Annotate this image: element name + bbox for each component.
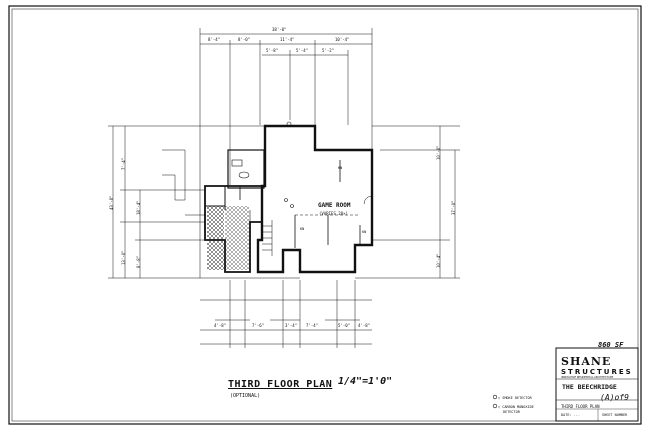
legend-symbols <box>492 394 498 409</box>
dim-top-a: 8'-4" <box>208 37 221 42</box>
sheet-border-outer <box>8 5 642 425</box>
roof-lines <box>162 149 205 216</box>
dim-bottom-e: 5'-0" <box>338 323 351 328</box>
title-block-project: THE BEECHRIDGE <box>562 383 617 391</box>
top-dimensions <box>199 28 373 278</box>
room-label-kn-2: KN <box>300 227 305 231</box>
dim-right-overall: 37'-0" <box>451 200 456 215</box>
room-label-kn-1: KN <box>338 166 343 170</box>
dim-right-a: 10'-8" <box>436 145 441 160</box>
dim-top-sub-1: 5'-8" <box>266 48 279 53</box>
area-label: 860 SF <box>598 341 624 349</box>
dim-left-d: 8'-8" <box>136 255 141 268</box>
sheet-border-inner <box>11 8 639 422</box>
dim-bottom-f: 4'-8" <box>358 323 371 328</box>
right-dimensions <box>355 125 460 279</box>
dim-top-c: 11'-4" <box>280 37 295 42</box>
dim-bottom-b: 7'-6" <box>252 323 265 328</box>
room-label-kn-3: KN <box>362 230 367 234</box>
dim-bottom-c: 3'-4" <box>285 323 298 328</box>
plan-scale: 1/4"=1'0" <box>338 376 393 387</box>
dim-top-sub-2: 5'-4" <box>296 48 309 53</box>
plan-title: THIRD FLOOR PLAN <box>228 379 333 390</box>
title-block-tagline: INNOVATIVE RESIDENTIAL ARCHITECTURE <box>561 376 614 379</box>
dim-bottom-d: 7'-4" <box>306 323 319 328</box>
title-block-brand-sub: STRUCTURES <box>561 368 633 376</box>
title-block-revision: (A)of9 <box>600 393 629 402</box>
bottom-dimensions <box>200 280 372 348</box>
dim-top-overall: 38'-0" <box>272 27 287 32</box>
title-block-date: DATE: ... <box>561 413 580 417</box>
left-dimensions <box>108 125 300 279</box>
dim-bottom-a: 4'-8" <box>214 323 227 328</box>
dim-left-c: 18'-4" <box>136 200 141 215</box>
note-carbon-monoxide-2: DETECTOR <box>503 410 520 414</box>
dim-top-d: 10'-4" <box>335 37 350 42</box>
room-label-game-room: GAME ROOM <box>318 202 351 209</box>
note-smoke-detector: ○ SMOKE DETECTOR <box>498 396 532 400</box>
note-carbon-monoxide: ○ CARBON MONOXIDE <box>498 405 534 409</box>
plan-subtitle: (OPTIONAL) <box>230 393 261 399</box>
title-block-brand: SHANE <box>561 355 612 368</box>
title-block <box>555 347 639 422</box>
fixtures <box>231 121 294 208</box>
dim-left-b: 13'-0" <box>121 250 126 265</box>
hatched-floor-area-2 <box>225 206 249 270</box>
room-dims-game-room: (VARIES 20×) <box>319 211 348 216</box>
dim-top-sub-3: 5'-2" <box>322 48 335 53</box>
dim-right-b: 10'-4" <box>436 253 441 268</box>
title-block-sheet-number: SHEET NUMBER <box>602 413 628 417</box>
dim-left-a: 7'-4" <box>121 157 126 170</box>
dim-left-overall: 43'-8" <box>109 195 114 210</box>
hatched-floor-area <box>207 206 224 270</box>
title-block-sheet-title: THIRD FLOOR PLAN <box>561 404 600 409</box>
dim-top-b: 8'-0" <box>238 37 251 42</box>
